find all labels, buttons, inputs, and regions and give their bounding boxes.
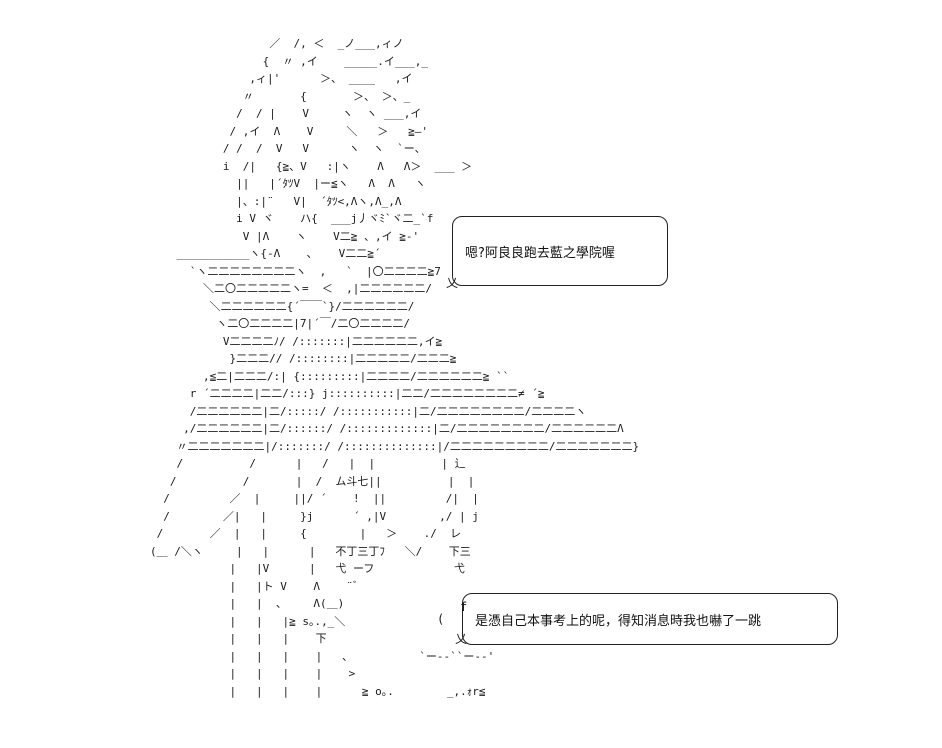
- art-line: | | | | >: [150, 667, 356, 680]
- art-line: / / | / ム斗七|| | |: [150, 474, 475, 488]
- speech-bubble-2-tail: 乂: [455, 632, 468, 646]
- art-line: | | | 下: [150, 632, 327, 645]
- speech-bubble-2-tail-hook: f: [460, 600, 468, 614]
- speech-bubble-2: 是憑自己本事考上的呢，得知消息時我也嚇了一跳: [462, 593, 838, 645]
- speech-bubble-1: 嗯?阿良良跑去藍之學院喔: [452, 216, 668, 286]
- art-line: / / / V V ヽ ヽ `ー、: [150, 142, 426, 155]
- art-line: V二二二二ﾉ/ /:::::::|二二二二二二,イ≧: [150, 334, 443, 348]
- art-line: ／ /, ＜ _ノ___,ィノ: [150, 37, 404, 50]
- art-line: (＿ /＼ヽ | | | 不丁三丁ﾌ ＼/ 下三: [150, 544, 471, 558]
- speech-bubble-1-text: 嗯?阿良良跑去藍之學院喔: [465, 245, 615, 261]
- art-line: ,/二二二二二二|二/::::::/ /:::::::::::::|二/二二二二…: [150, 422, 624, 435]
- art-line: | |V | 弋 ーフ 弋: [150, 562, 465, 575]
- art-line: | |ト V Λ ¨ﾞ: [150, 579, 359, 593]
- art-line: / ／ | ||/ ´ ! || /| |: [150, 492, 479, 505]
- art-line: { 〃 ,イ _____.イ___,_: [150, 54, 429, 68]
- art-line: 〃 { ＞、 ＞、_: [150, 89, 411, 103]
- art-line: `ヽ二二二二二二二二ヽ , ` |〇二二二二≧7: [150, 264, 441, 278]
- art-line: r ´二二二二|二二/:::} j::::::::::|二二/二二二二二二二二≠…: [150, 387, 545, 400]
- art-line: i /| {≧、V :|ヽ Λ Λ＞ ___ ＞: [150, 159, 473, 173]
- art-line: ＼二二二二二二{´￣￣`}/二二二二二二/: [150, 299, 415, 313]
- art-line: / / | / | | | 辶: [150, 457, 466, 470]
- art-line: / ／| | }j ´ ,|V ,/ | j: [150, 509, 479, 523]
- art-line: / / | V ヽ ヽ ___,イ: [150, 107, 422, 120]
- art-line: | | |≧ s｡.,_＼: [150, 614, 346, 628]
- art-line: | | 、 Λ(＿): [150, 597, 345, 610]
- speech-bubble-2-tail-left: (: [437, 612, 445, 626]
- art-line: / ,イ Λ V ＼ ＞ ≧―': [150, 124, 429, 138]
- speech-bubble-1-tail: 乂: [446, 276, 459, 290]
- art-line: ヽ二〇二二二二|7|´￣/二〇二二二二/: [150, 317, 410, 330]
- art-line: }二二二// /::::::::|二二二二二/二二二≧: [150, 352, 457, 365]
- art-line: ___________ヽ{-Λ ､ V二二≧´: [150, 247, 381, 260]
- art-line: | | | | 、 `ー-‐``ー-‐': [150, 649, 495, 663]
- art-line: i V ヾ ハ{ ___j丿ヾﾐ`ヾ二_`f: [150, 212, 434, 225]
- art-line: V |Λ ヽ V二≧ 、,イ ≧-': [150, 229, 420, 243]
- art-line: ,≦二|二二二/:| {:::::::::|二二二二/二二二二二二≧ ``: [150, 369, 510, 383]
- speech-bubble-2-text: 是憑自己本事考上的呢，得知消息時我也嚇了一跳: [475, 613, 762, 629]
- art-line: || |´ﾀﾂV |ー≦ヽ Λ Λ ヽ: [150, 177, 426, 190]
- art-line: ＼二〇二二二二二ヽ= ＜ ,|二二二二二二/: [150, 282, 432, 295]
- art-line: 〃二二二二二二二|/:::::::/ /::::::::::::::|/二二二二…: [150, 439, 640, 453]
- art-line: | | | | ≧ o｡. _,.ｫr≦: [150, 684, 486, 698]
- art-line: /二二二二二二|二/:::::/ /:::::::::::|二/二二二二二二二二…: [150, 404, 587, 418]
- art-line: / ／ | | { | ＞ ./ レ: [150, 527, 462, 540]
- art-line: |、:|¨ V| ´ﾀﾂ<,Λヽ,Λ_,Λ: [150, 194, 402, 208]
- art-line: ,ィ|' ＞、 ____ ,イ: [150, 72, 413, 85]
